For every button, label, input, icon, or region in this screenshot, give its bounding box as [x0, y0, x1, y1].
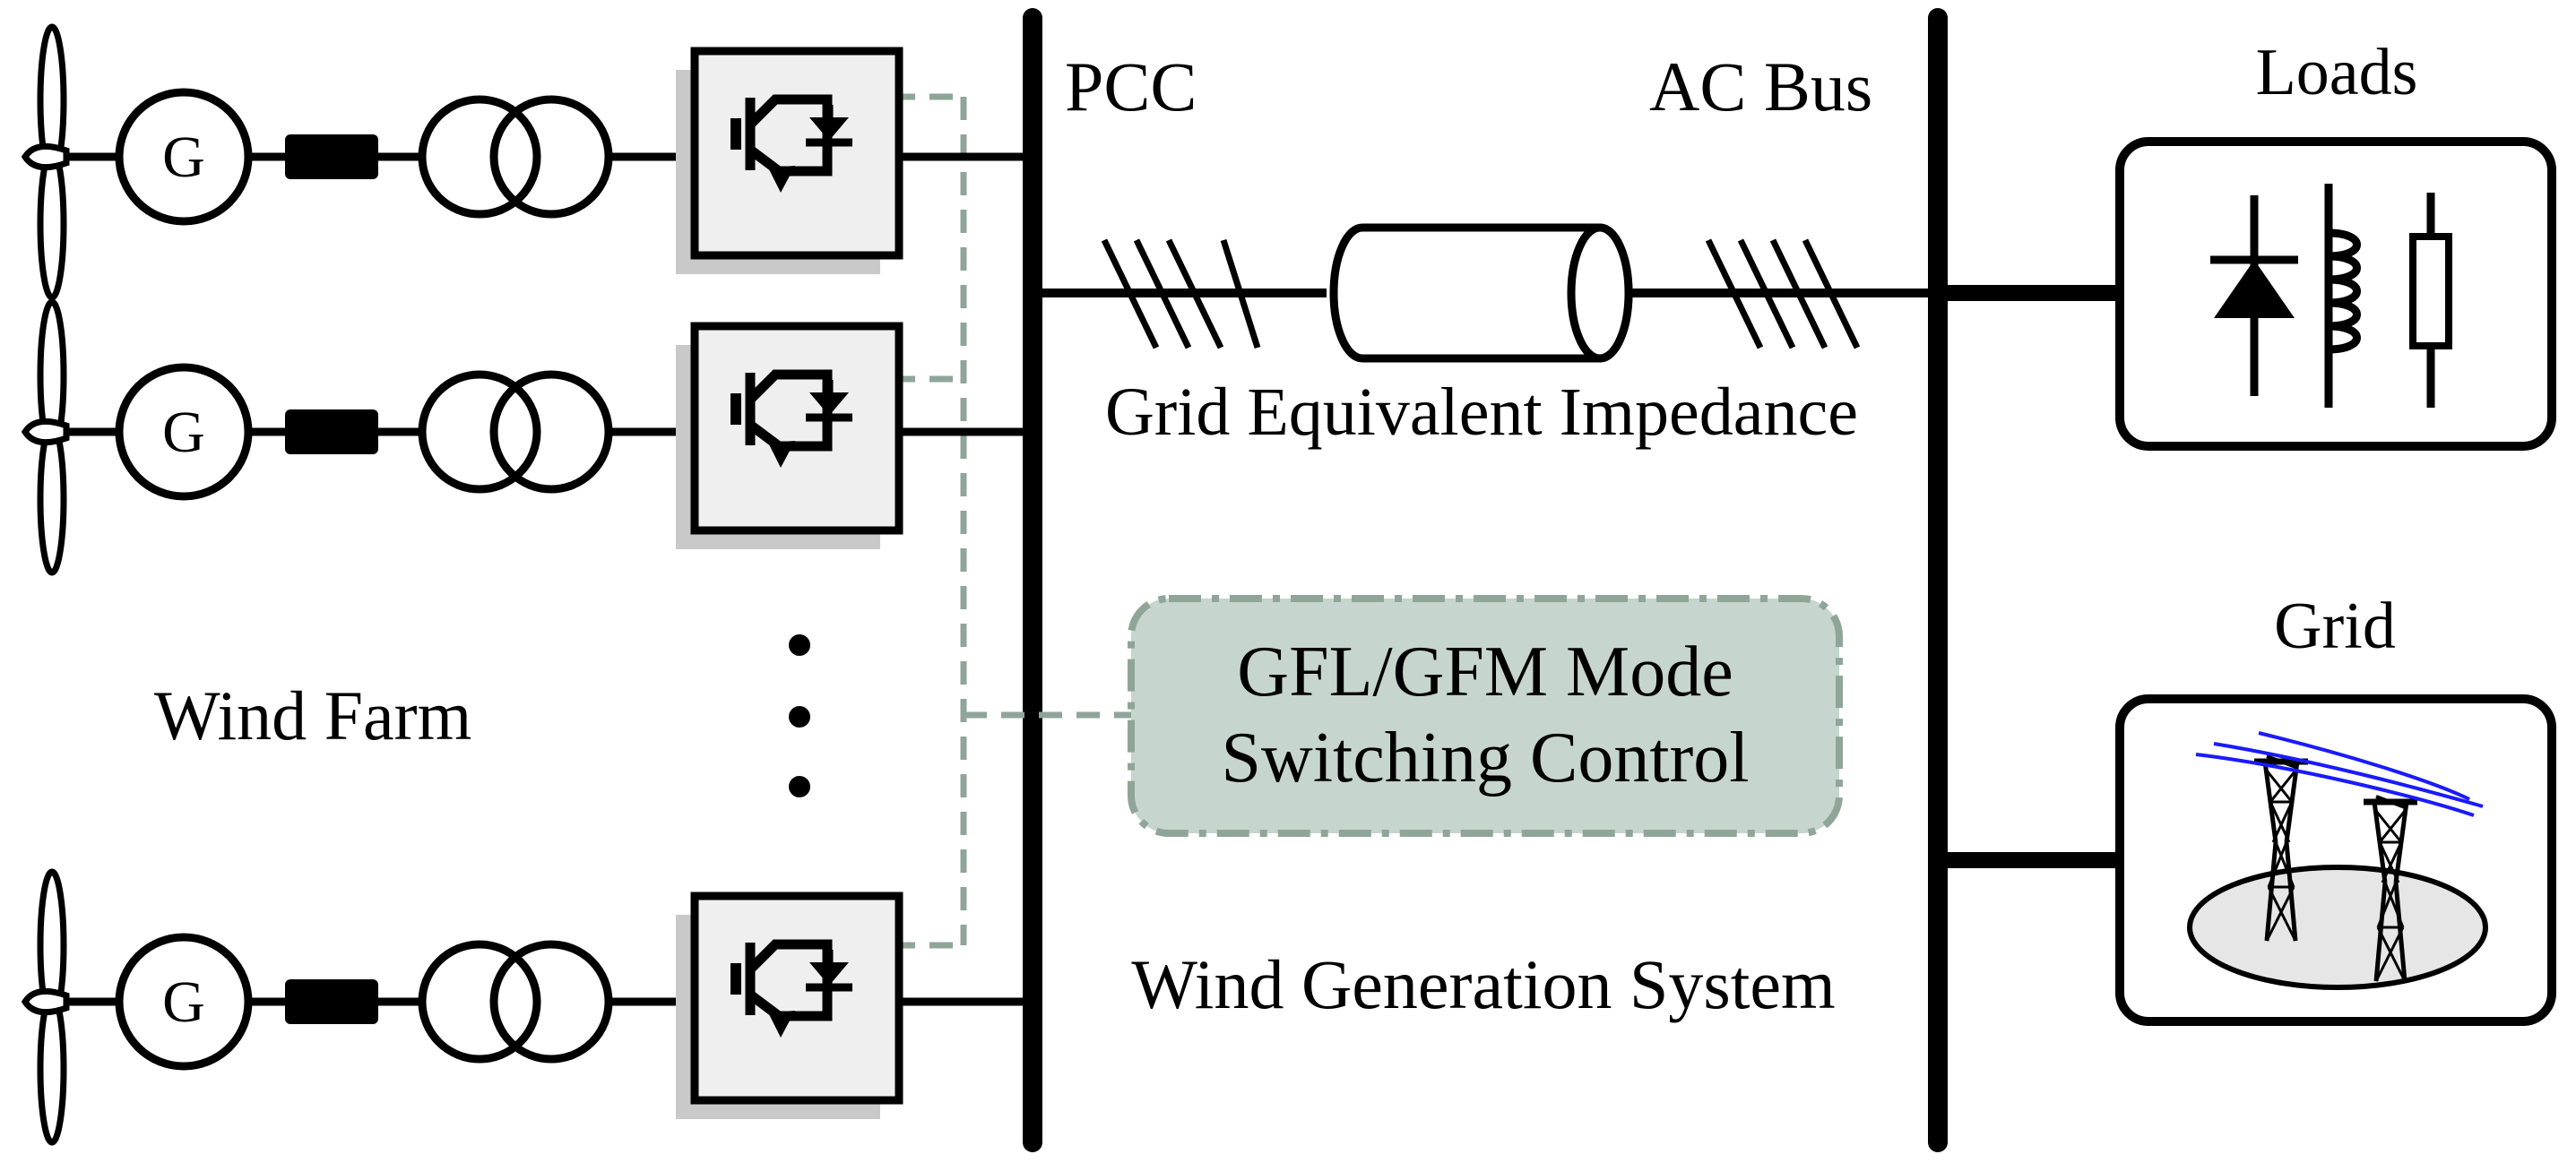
- grid-box: [2115, 694, 2556, 1026]
- generator-icon: [115, 933, 253, 1071]
- generator-icon: [115, 363, 253, 501]
- generator-icon: [115, 88, 253, 226]
- diode-icon: [2210, 195, 2298, 396]
- igbt-converter-icon: [676, 322, 903, 549]
- power-lines-icon: [2195, 731, 2484, 817]
- loads-box: [2115, 137, 2556, 451]
- gearbox-icon: [285, 979, 378, 1024]
- gearbox-icon: [285, 409, 378, 454]
- resistor-icon: [2409, 193, 2452, 408]
- transformer-icon: [418, 95, 613, 219]
- turbine-branch-1: [21, 23, 1031, 301]
- inductor-icon: [2324, 184, 2361, 408]
- igbt-converter-icon: [676, 47, 903, 274]
- control-signal-lines: [892, 93, 1131, 949]
- wind-turbine-icon: [21, 868, 70, 1146]
- gearbox-icon: [285, 134, 378, 179]
- igbt-converter-icon: [676, 892, 903, 1119]
- turbine-branch-3: [21, 868, 1031, 1146]
- grid-ground-icon: [2187, 865, 2488, 990]
- transformer-icon: [418, 940, 613, 1064]
- transmission-line-icon: [1033, 223, 1938, 363]
- more-turbines-ellipsis: [789, 634, 810, 797]
- mode-switching-control-box: [1128, 595, 1843, 837]
- transformer-icon: [418, 370, 613, 494]
- wind-turbine-icon: [21, 298, 70, 576]
- turbine-branch-2: [21, 298, 1031, 576]
- wind-turbine-icon: [21, 23, 70, 301]
